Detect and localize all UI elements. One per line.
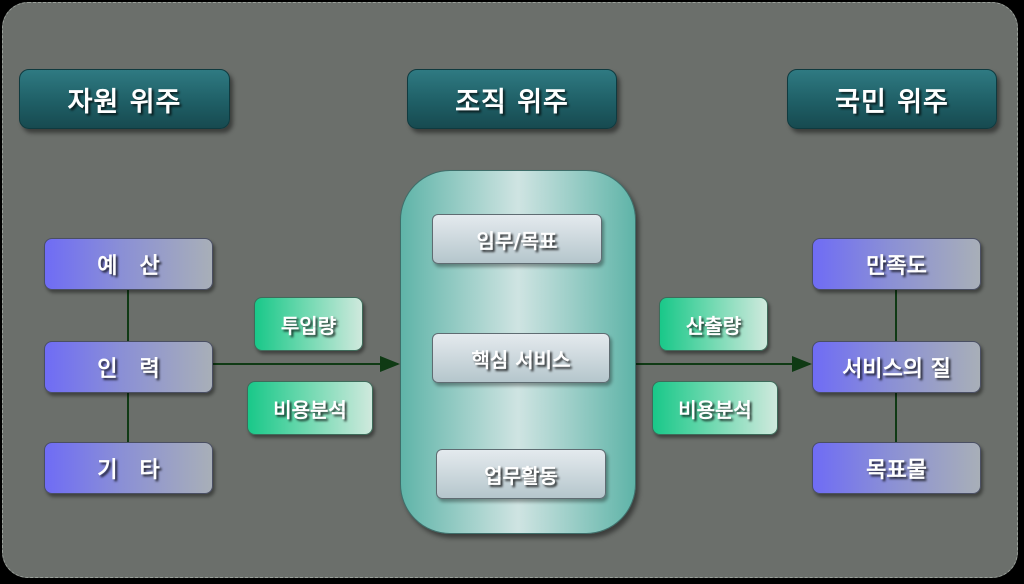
input-other: 기 타: [44, 442, 213, 494]
core-activities: 업무활동: [436, 449, 606, 499]
header-organization: 조직 위주: [407, 69, 617, 129]
label-cost-analysis-right: 비용분석: [652, 381, 778, 435]
output-satisfaction: 만족도: [812, 238, 981, 290]
input-budget: 예 산: [44, 238, 213, 290]
output-service-quality: 서비스의 질: [812, 341, 981, 393]
header-citizen: 국민 위주: [787, 69, 997, 129]
header-resource: 자원 위주: [19, 69, 230, 129]
core-service: 핵심 서비스: [432, 333, 610, 383]
label-cost-analysis-left: 비용분석: [247, 381, 373, 435]
output-target: 목표물: [812, 442, 981, 494]
label-input-amount: 투입량: [254, 297, 363, 351]
core-mission-goal: 임무/목표: [432, 214, 602, 264]
label-output-amount: 산출량: [659, 297, 768, 351]
input-personnel: 인 력: [44, 341, 213, 393]
